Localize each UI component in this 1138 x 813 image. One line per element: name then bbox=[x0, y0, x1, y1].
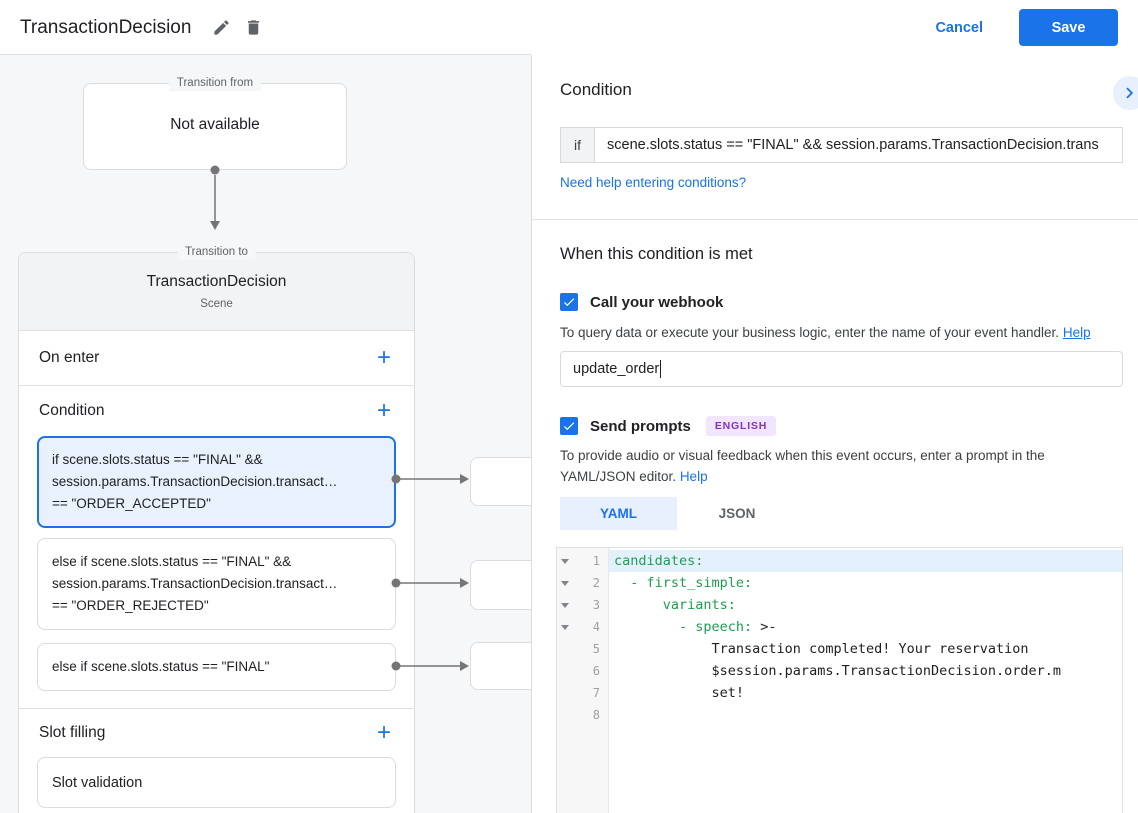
condition-text-line: session.params.TransactionDecision.trans… bbox=[52, 576, 338, 591]
condition-section: Condition + if scene.slots.status == "FI… bbox=[19, 386, 414, 709]
code-line[interactable]: 2 - first_simple: bbox=[557, 572, 1122, 594]
chevron-right-icon bbox=[1119, 82, 1138, 104]
prompts-helper-text: To provide audio or visual feedback when… bbox=[560, 445, 1112, 487]
code-line[interactable]: 4 - speech: >- bbox=[557, 616, 1122, 638]
check-icon bbox=[562, 419, 576, 433]
prompts-helper-body: To provide audio or visual feedback when… bbox=[560, 448, 1045, 484]
code-token: >- bbox=[752, 619, 777, 635]
fold-toggle-icon[interactable] bbox=[561, 558, 569, 564]
transition-target-box[interactable] bbox=[470, 642, 531, 690]
code-token: candidates: bbox=[614, 553, 704, 569]
code-line[interactable]: 1 candidates: bbox=[557, 550, 1122, 572]
scene-flow-canvas: Transition from Not available Transition… bbox=[0, 55, 531, 813]
code-token: $session.params.TransactionDecision.orde… bbox=[614, 663, 1062, 679]
code-token: set! bbox=[614, 685, 745, 701]
line-number: 7 bbox=[592, 686, 600, 700]
code-token: - first_simple: bbox=[614, 575, 753, 591]
transition-target-box[interactable] bbox=[470, 560, 531, 610]
cancel-button[interactable]: Cancel bbox=[935, 19, 983, 36]
code-line[interactable]: 8 bbox=[557, 704, 1122, 726]
if-prefix-label: if bbox=[561, 128, 595, 162]
transition-to-legend: Transition to bbox=[177, 245, 256, 260]
code-token: variants: bbox=[614, 597, 736, 613]
condition-item[interactable]: else if scene.slots.status == "FINAL" &&… bbox=[37, 538, 396, 630]
yaml-code-editor[interactable]: 1 candidates: 2 - first_simple: 3 varian… bbox=[556, 547, 1123, 813]
editor-format-tabs: YAML JSON bbox=[560, 497, 797, 530]
condition-item[interactable]: else if scene.slots.status == "FINAL" bbox=[37, 643, 396, 691]
transition-from-content: Not available bbox=[170, 116, 260, 133]
slot-filling-section: Slot filling + Slot validation bbox=[19, 709, 414, 808]
editor-gutter bbox=[557, 548, 609, 813]
code-line[interactable]: 3 variants: bbox=[557, 594, 1122, 616]
text-caret bbox=[660, 360, 662, 378]
send-prompts-label: Send prompts bbox=[590, 417, 691, 435]
condition-text-line: session.params.TransactionDecision.trans… bbox=[52, 474, 338, 489]
top-bar: TransactionDecision Cancel Save bbox=[0, 0, 1138, 55]
delete-scene-button[interactable] bbox=[237, 12, 269, 44]
call-webhook-label: Call your webhook bbox=[590, 293, 724, 311]
code-line[interactable]: 5 Transaction completed! Your reservatio… bbox=[557, 638, 1122, 660]
code-line[interactable]: 7 set! bbox=[557, 682, 1122, 704]
condition-text-line: == "ORDER_ACCEPTED" bbox=[52, 496, 211, 511]
transition-target-box[interactable] bbox=[470, 457, 531, 506]
language-badge: ENGLISH bbox=[705, 416, 777, 436]
condition-expression-input[interactable]: scene.slots.status == "FINAL" && session… bbox=[607, 137, 1099, 153]
page-title: TransactionDecision bbox=[20, 16, 192, 38]
save-button[interactable]: Save bbox=[1019, 9, 1118, 46]
fold-toggle-icon[interactable] bbox=[561, 602, 569, 608]
code-token: - speech: bbox=[614, 619, 753, 635]
code-token: Transaction completed! Your reservation bbox=[614, 641, 1029, 657]
trash-icon bbox=[244, 18, 263, 37]
transition-from-legend: Transition from bbox=[168, 76, 262, 91]
line-number: 1 bbox=[592, 554, 600, 568]
condition-text-line: else if scene.slots.status == "FINAL" && bbox=[52, 554, 292, 569]
add-slot-button[interactable]: + bbox=[370, 719, 398, 747]
transition-from-box: Transition from Not available bbox=[83, 76, 347, 170]
webhook-handler-value: update_order bbox=[573, 361, 660, 377]
send-prompts-checkbox[interactable] bbox=[560, 417, 578, 435]
code-line[interactable]: 6 $session.params.TransactionDecision.or… bbox=[557, 660, 1122, 682]
line-number: 8 bbox=[592, 708, 600, 722]
condition-text-line: == "ORDER_REJECTED" bbox=[52, 598, 209, 613]
condition-item-selected[interactable]: if scene.slots.status == "FINAL" && sess… bbox=[37, 436, 396, 528]
scene-card-header: TransactionDecision Scene bbox=[19, 253, 414, 331]
line-number: 5 bbox=[592, 642, 600, 656]
fold-toggle-icon[interactable] bbox=[561, 580, 569, 586]
tab-yaml[interactable]: YAML bbox=[560, 497, 677, 530]
condition-text-line: else if scene.slots.status == "FINAL" bbox=[52, 659, 270, 674]
on-enter-label: On enter bbox=[39, 349, 100, 366]
add-on-enter-button[interactable]: + bbox=[370, 344, 398, 372]
webhook-helper-body: To query data or execute your business l… bbox=[560, 325, 1060, 340]
line-number: 2 bbox=[592, 576, 600, 590]
prompts-help-link[interactable]: Help bbox=[679, 469, 708, 484]
webhook-helper-text: To query data or execute your business l… bbox=[560, 322, 1138, 343]
on-enter-section: On enter + bbox=[19, 331, 414, 386]
webhook-handler-input[interactable]: update_order bbox=[560, 351, 1123, 387]
tab-json[interactable]: JSON bbox=[677, 497, 797, 530]
line-number: 4 bbox=[592, 620, 600, 634]
condition-text-line: if scene.slots.status == "FINAL" && bbox=[52, 452, 263, 467]
condition-expression-field[interactable]: if scene.slots.status == "FINAL" && sess… bbox=[560, 127, 1123, 163]
line-number: 6 bbox=[592, 664, 600, 678]
line-number: 3 bbox=[592, 598, 600, 612]
section-divider bbox=[532, 219, 1138, 220]
transition-to-card: Transition to TransactionDecision Scene … bbox=[18, 245, 415, 813]
pencil-icon bbox=[212, 18, 231, 37]
when-condition-met-title: When this condition is met bbox=[560, 245, 753, 263]
edit-title-button[interactable] bbox=[205, 12, 237, 44]
check-icon bbox=[562, 295, 576, 309]
webhook-help-link[interactable]: Help bbox=[1062, 325, 1091, 340]
condition-section-label: Condition bbox=[39, 402, 105, 419]
condition-editor-panel: Condition if scene.slots.status == "FINA… bbox=[531, 55, 1138, 813]
fold-toggle-icon[interactable] bbox=[561, 624, 569, 630]
condition-help-link[interactable]: Need help entering conditions? bbox=[560, 175, 747, 190]
slot-filling-label: Slot filling bbox=[39, 724, 106, 741]
slot-validation-item[interactable]: Slot validation bbox=[37, 757, 396, 808]
scene-type-label: Scene bbox=[200, 298, 233, 310]
call-webhook-checkbox[interactable] bbox=[560, 293, 578, 311]
panel-condition-title: Condition bbox=[560, 80, 632, 99]
scene-name: TransactionDecision bbox=[146, 273, 287, 290]
add-condition-button[interactable]: + bbox=[370, 397, 398, 425]
collapse-panel-button[interactable] bbox=[1113, 76, 1138, 110]
